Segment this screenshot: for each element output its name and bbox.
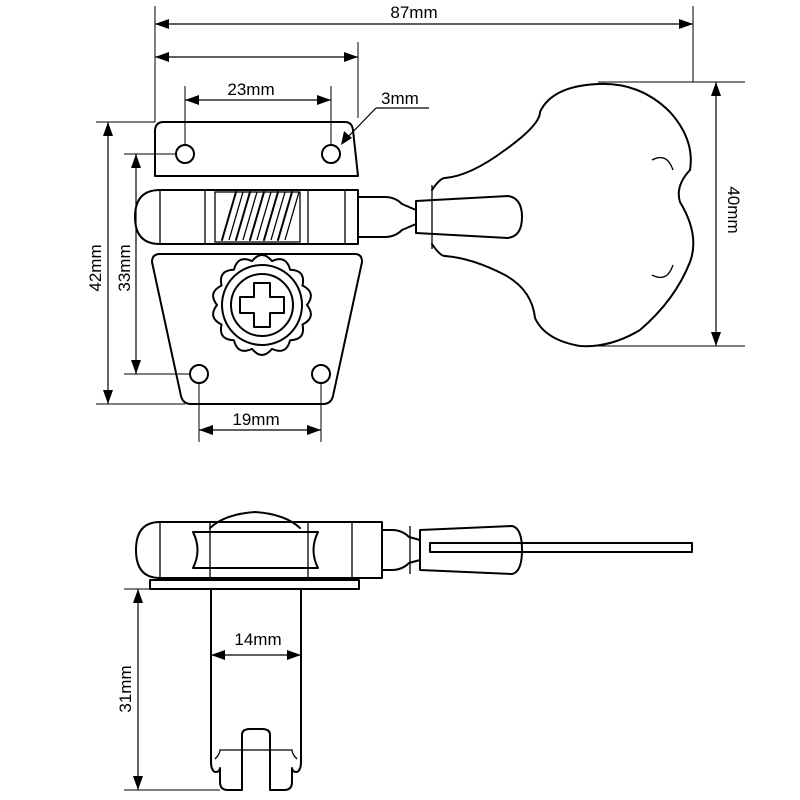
tuning-key-button xyxy=(444,82,695,348)
phillips-screw-cross xyxy=(239,282,285,328)
key-height-label: 40mm xyxy=(724,186,743,233)
gear-teeth xyxy=(212,254,312,356)
lower-left-hole xyxy=(189,364,209,384)
lower-plate xyxy=(151,253,363,405)
side-view: 14mm 31mm xyxy=(116,511,693,791)
lower-hole-spacing-label: 19mm xyxy=(232,410,279,429)
post-diameter-label: 14mm xyxy=(234,630,281,649)
side-housing-body xyxy=(135,521,383,579)
hole-diameter-label: 3mm xyxy=(381,89,419,108)
housing-body xyxy=(134,189,359,245)
dimension-overall-length: 87mm xyxy=(155,3,693,29)
plate-height-label: 33mm xyxy=(115,244,134,291)
dimension-hole-diameter: 3mm xyxy=(341,89,429,145)
top-view: 87mm 23mm 3mm 42mm xyxy=(86,3,745,442)
side-collar xyxy=(192,531,319,569)
worm-gear-coil xyxy=(214,191,301,243)
dimension-post-length: 31mm xyxy=(116,589,143,790)
side-post xyxy=(210,588,302,791)
upper-plate xyxy=(154,121,359,177)
side-base-plate xyxy=(149,579,360,590)
side-gear-cap xyxy=(209,511,301,529)
post-length-label: 31mm xyxy=(116,665,135,712)
upper-right-hole xyxy=(321,144,341,164)
lower-right-hole xyxy=(311,364,331,384)
dimension-overall-height: 42mm xyxy=(86,122,113,404)
gear-with-screw xyxy=(212,254,312,356)
dimension-plate-height: 33mm xyxy=(115,154,141,374)
tuning-shaft xyxy=(357,196,417,238)
overall-height-label: 42mm xyxy=(86,244,105,291)
dimension-plate-width xyxy=(155,52,358,62)
side-shaft xyxy=(419,525,523,575)
side-key-blade xyxy=(429,542,693,553)
overall-length-label: 87mm xyxy=(390,3,437,22)
dimension-key-height: 40mm xyxy=(711,82,743,346)
dimension-post-diameter: 14mm xyxy=(211,630,301,660)
dimension-lower-hole-spacing: 19mm xyxy=(199,410,321,435)
upper-hole-spacing-label: 23mm xyxy=(227,80,274,99)
upper-left-hole xyxy=(175,144,195,164)
dimension-upper-hole-spacing: 23mm xyxy=(185,80,331,105)
